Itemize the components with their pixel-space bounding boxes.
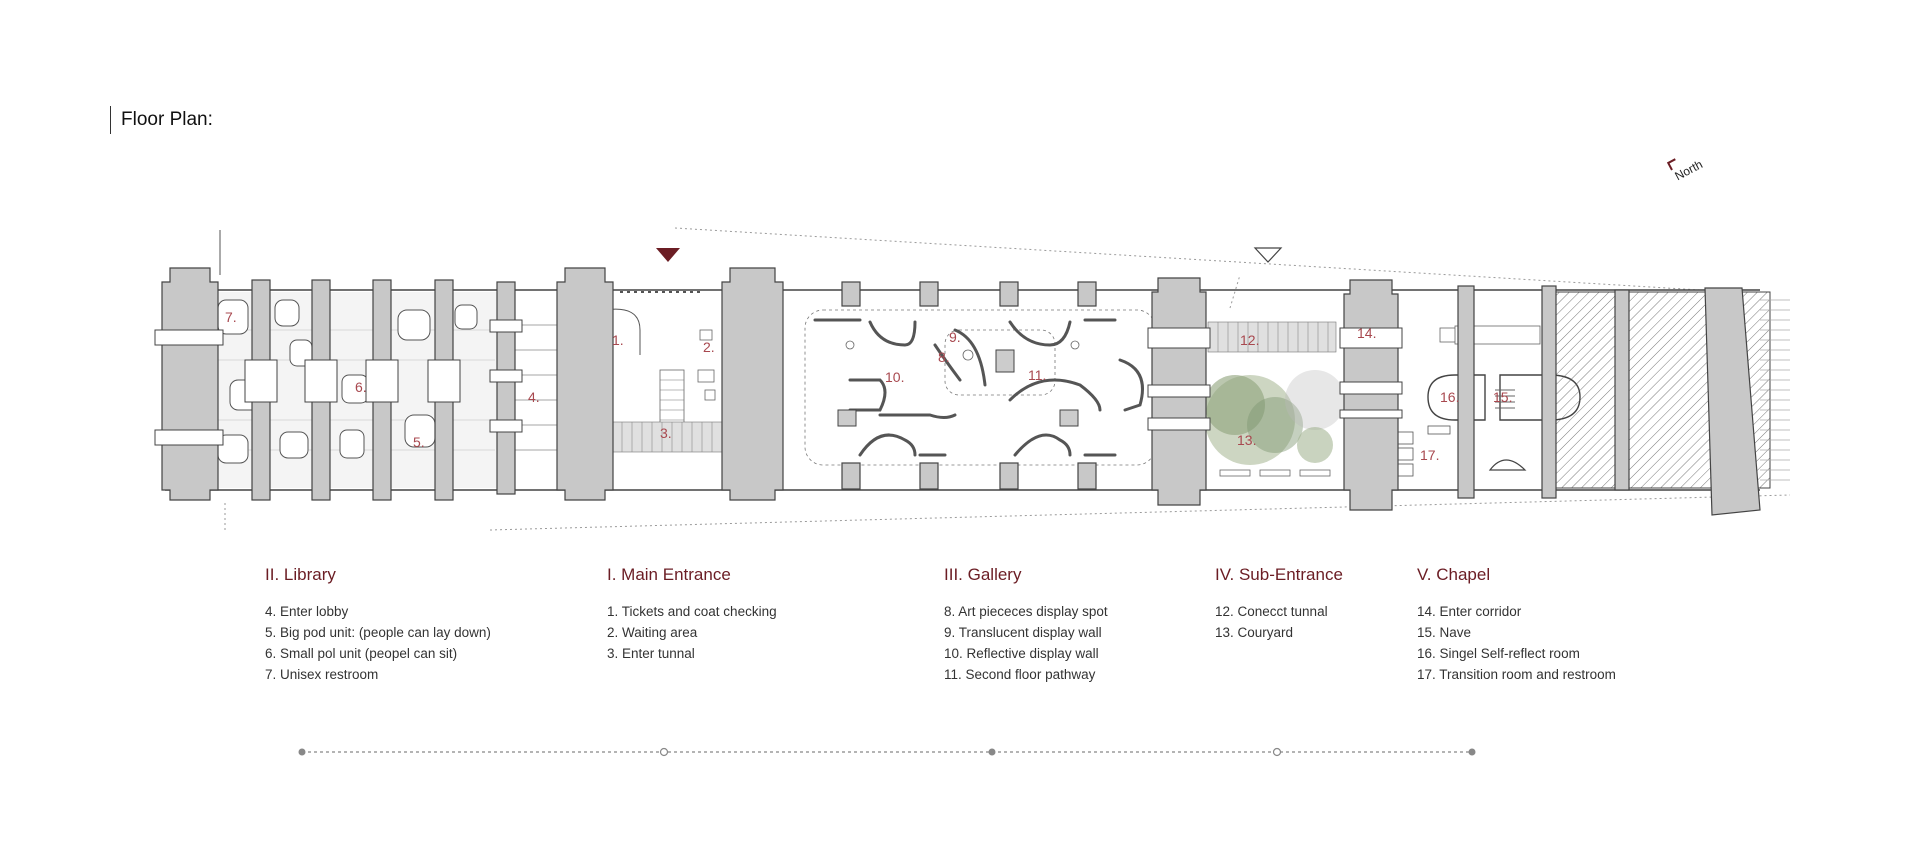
legend-gallery: III. Gallery 8. Art piececes display spo… bbox=[944, 565, 1108, 685]
legend-item: 7. Unisex restroom bbox=[265, 667, 379, 682]
page-title-wrap: Floor Plan: bbox=[110, 106, 213, 134]
legend-item: 15. Nave bbox=[1417, 625, 1472, 640]
legend-item: 8. Art piececes display spot bbox=[944, 604, 1108, 619]
north-arrow: North bbox=[1666, 157, 1705, 183]
legend-item: 9. Translucent display wall bbox=[944, 625, 1102, 640]
page-title: Floor Plan: bbox=[121, 109, 213, 130]
legend-heading: III. Gallery bbox=[944, 565, 1022, 584]
main-entrance-marker-icon bbox=[656, 248, 680, 262]
timeline-node bbox=[1272, 747, 1282, 757]
building-outline bbox=[165, 289, 1760, 491]
legend-item: 6. Small pol unit (peopel can sit) bbox=[265, 646, 458, 661]
plan-label-7: 7. bbox=[225, 309, 237, 325]
legend-list: 8. Art piececes display spot 9. Transluc… bbox=[944, 601, 1108, 685]
main-entrance-zone bbox=[604, 291, 716, 431]
legend-heading: II. Library bbox=[265, 565, 336, 584]
pier-openings bbox=[154, 319, 1403, 446]
legend-list: 14. Enter corridor 15. Nave 16. Singel S… bbox=[1417, 601, 1616, 685]
plan-label-9: 9. bbox=[949, 329, 961, 345]
north-label: North bbox=[1672, 157, 1704, 183]
plan-label-6: 6. bbox=[355, 379, 367, 395]
north-arrow-icon bbox=[1666, 158, 1676, 171]
plan-label-3: 3. bbox=[660, 425, 672, 441]
legend-main-entrance: I. Main Entrance 1. Tickets and coat che… bbox=[607, 565, 777, 664]
legend-item: 14. Enter corridor bbox=[1417, 604, 1522, 619]
timeline-node bbox=[988, 748, 996, 756]
timeline-node bbox=[298, 748, 306, 756]
legend-sub-entrance: IV. Sub-Entrance 12. Conecct tunnal 13. … bbox=[1215, 565, 1343, 643]
courtyard-tree-icons bbox=[1205, 370, 1345, 477]
legend-item: 10. Reflective display wall bbox=[944, 646, 1099, 661]
legend-item: 16. Singel Self-reflect room bbox=[1417, 646, 1580, 661]
plan-label-11: 11. bbox=[1028, 367, 1046, 383]
plan-label-5: 5. bbox=[413, 434, 425, 450]
legend-heading: IV. Sub-Entrance bbox=[1215, 565, 1343, 584]
legend-heading: I. Main Entrance bbox=[607, 565, 731, 584]
plan-label-8: 8. bbox=[938, 349, 950, 365]
plan-label-17: 17. bbox=[1420, 447, 1439, 463]
timeline-node bbox=[1468, 748, 1476, 756]
tunnel-hatch-lines bbox=[621, 322, 1329, 452]
plan-label-12: 12. bbox=[1240, 332, 1259, 348]
tunnel-hatching bbox=[611, 321, 1337, 453]
legend-list: 1. Tickets and coat checking 2. Waiting … bbox=[607, 601, 777, 664]
legend-item: 12. Conecct tunnal bbox=[1215, 604, 1328, 619]
legend-item: 4. Enter lobby bbox=[265, 604, 349, 619]
legend-item: 17. Transition room and restroom bbox=[1417, 667, 1616, 682]
legend-library: II. Library 4. Enter lobby 5. Big pod un… bbox=[265, 565, 491, 685]
plan-label-14: 14. bbox=[1357, 325, 1376, 341]
plan-label-16: 16. bbox=[1440, 389, 1459, 405]
legend-item: 13. Couryard bbox=[1215, 625, 1294, 640]
plan-label-1: 1. bbox=[612, 332, 624, 348]
plan-label-10: 10. bbox=[885, 369, 904, 385]
gallery-zone bbox=[804, 309, 1156, 466]
plan-label-15: 15. bbox=[1493, 389, 1512, 405]
legend-list: 4. Enter lobby 5. Big pod unit: (people … bbox=[265, 601, 491, 685]
legend-item: 3. Enter tunnal bbox=[607, 646, 695, 661]
timeline-node bbox=[659, 747, 669, 757]
plan-label-2: 2. bbox=[703, 339, 715, 355]
legend-item: 11. Second floor pathway bbox=[944, 667, 1096, 682]
sub-entrance-marker-icon bbox=[1253, 247, 1283, 263]
plan-label-4: 4. bbox=[528, 389, 540, 405]
legend-item: 2. Waiting area bbox=[607, 625, 698, 640]
plan-label-13: 13. bbox=[1237, 432, 1256, 448]
plan-labels: 1. 2. 3. 4. 5. 6. 7. 8. 9. 10. 11. 12. 1… bbox=[225, 309, 1512, 463]
legend-list: 12. Conecct tunnal 13. Couryard bbox=[1215, 601, 1343, 643]
legend-chapel: V. Chapel 14. Enter corridor 15. Nave 16… bbox=[1417, 565, 1616, 685]
site-context-lines bbox=[224, 227, 1791, 531]
section-timeline bbox=[298, 747, 1476, 757]
legend-item: 1. Tickets and coat checking bbox=[607, 604, 777, 619]
exterior-stripes bbox=[1760, 299, 1790, 481]
legend-heading: V. Chapel bbox=[1417, 565, 1491, 584]
legend-item: 5. Big pod unit: (people can lay down) bbox=[265, 625, 491, 640]
